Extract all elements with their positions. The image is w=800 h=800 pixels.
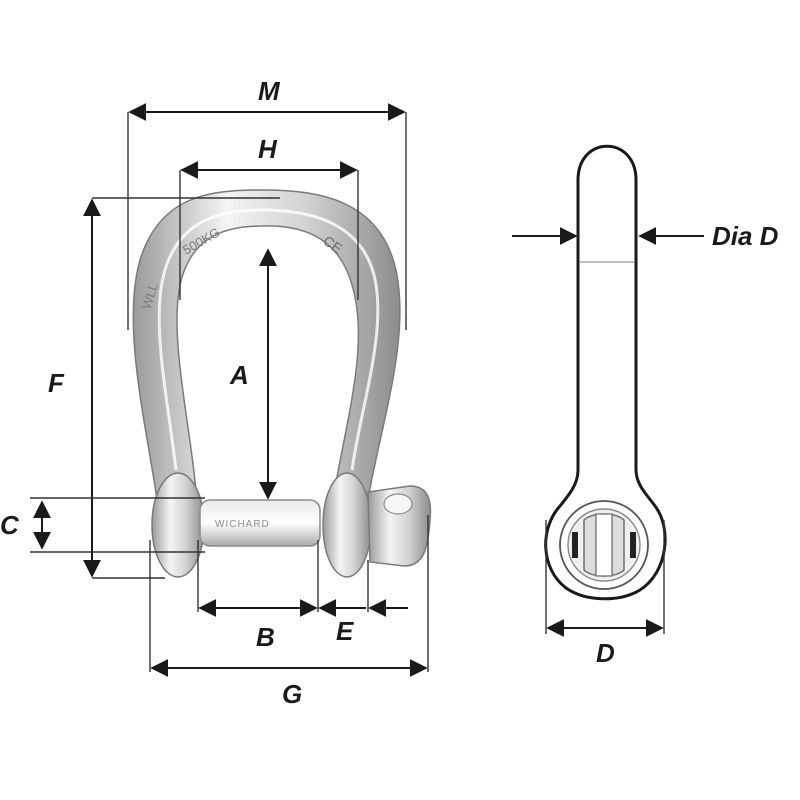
label-g: G xyxy=(282,679,302,709)
label-c: C xyxy=(0,510,20,540)
label-h: H xyxy=(258,134,278,164)
label-dia-d: Dia D xyxy=(712,221,779,251)
label-b: B xyxy=(256,622,275,652)
dimension-labels: M H A F C B E G Dia D D xyxy=(0,76,779,709)
dimension-lines-front xyxy=(30,103,429,677)
label-m: M xyxy=(258,76,281,106)
left-lug xyxy=(151,472,205,578)
right-lug xyxy=(322,472,372,578)
label-d: D xyxy=(596,638,615,668)
label-f: F xyxy=(48,368,65,398)
side-view-outline xyxy=(544,144,667,601)
label-a: A xyxy=(229,360,249,390)
shackle-front-view: WLL 500KG CE WICHARD xyxy=(132,189,432,578)
dimension-lines-side xyxy=(512,227,704,637)
pin-engraving: WICHARD xyxy=(215,519,270,530)
pin-head xyxy=(367,485,432,567)
label-e: E xyxy=(336,616,354,646)
shackle-bow xyxy=(132,189,401,521)
shackle-side-view xyxy=(544,144,667,601)
shackle-pin xyxy=(199,499,321,547)
